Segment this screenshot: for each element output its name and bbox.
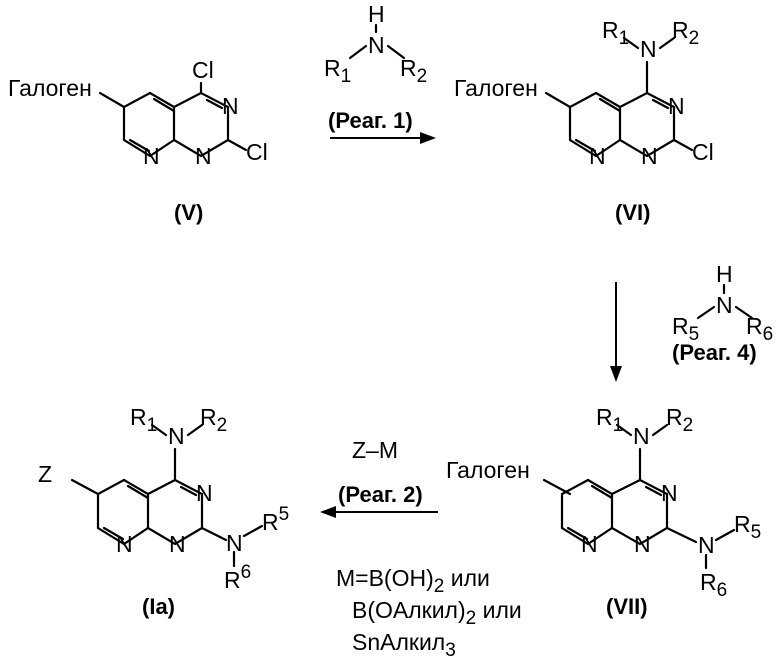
conditions-line-2: B(OАлкил)2 или [352, 597, 522, 629]
compound-V: Галоген Cl Cl N N N (V) [8, 57, 268, 225]
nitrogen-label: N [169, 531, 186, 557]
r6-label: R6 [224, 562, 251, 593]
arrow-VI-to-VII [610, 282, 622, 382]
compound-VII: Галоген N R1 R2 N N N N R5 R6 (VII) [446, 404, 761, 619]
conditions-line-1: M=B(OH)2 или [336, 565, 490, 597]
hydrogen-label: H [368, 1, 385, 27]
nitrogen-label: N [581, 531, 598, 557]
hydrogen-label: H [716, 261, 733, 287]
nitrogen-label: N [716, 292, 733, 318]
nitrogen-label: N [633, 423, 650, 449]
nitrogen-label: N [143, 143, 160, 169]
r2-label: R2 [666, 404, 693, 436]
reagent-2-label: (Реаг. 2) [338, 482, 423, 507]
nitrogen-label: N [168, 423, 185, 449]
nitrogen-label: N [368, 32, 385, 58]
r2-label: R2 [400, 55, 427, 87]
halogen-label: Галоген [454, 75, 538, 101]
compound-VI-label: (VI) [615, 200, 650, 225]
nitrogen-label: N [116, 531, 133, 557]
arrow-VII-to-Ia [320, 506, 438, 518]
reagent-2-formula: Z–M [352, 437, 398, 463]
conditions-line-3: SnАлкил3 [352, 629, 456, 661]
r1-label: R1 [596, 404, 623, 436]
nitrogen-label: N [222, 93, 239, 119]
r5-label: R5 [262, 504, 289, 535]
halogen-label: Галоген [446, 457, 530, 483]
reagent-1: H N R1 R2 (Реаг. 1) [324, 1, 427, 133]
nitrogen-label: N [196, 480, 213, 506]
reagent-4-label: (Реаг. 4) [672, 340, 757, 365]
halogen-label: Галоген [8, 75, 92, 101]
r2-label: R2 [200, 404, 227, 436]
r1-label: R1 [602, 17, 629, 49]
nitrogen-label: N [634, 531, 651, 557]
z-substituent-label: Z [38, 461, 52, 487]
chlorine-label: Cl [246, 139, 268, 165]
compound-VII-label: (VII) [606, 594, 648, 619]
nitrogen-label: N [661, 480, 678, 506]
reagent-1-label: (Реаг. 1) [328, 108, 413, 133]
nitrogen-label: N [698, 532, 715, 558]
nitrogen-label: N [668, 93, 685, 119]
compound-V-label: (V) [174, 200, 203, 225]
chlorine-label: Cl [192, 57, 214, 83]
nitrogen-label: N [195, 143, 212, 169]
nitrogen-label: N [640, 36, 657, 62]
r2-label: R2 [672, 17, 699, 49]
r6-label: R6 [700, 569, 727, 601]
compound-Ia: Z N R1 R2 N N N N R5 R6 (Ia) [38, 404, 289, 619]
compound-Ia-label: (Ia) [142, 594, 175, 619]
chlorine-label: Cl [692, 139, 714, 165]
r1-label: R1 [324, 55, 351, 87]
nitrogen-label: N [641, 143, 658, 169]
arrow-V-to-VI [330, 132, 436, 144]
reagent-4: H N R5 R6 (Реаг. 4) [672, 261, 773, 365]
compound-VI: Галоген N R1 R2 Cl N N N (VI) [454, 17, 714, 225]
nitrogen-label: N [589, 143, 606, 169]
r1-label: R1 [130, 404, 157, 436]
reagent-2: Z–M (Реаг. 2) [338, 437, 423, 507]
reaction-conditions: M=B(OH)2 или B(OАлкил)2 или SnАлкил3 [336, 565, 522, 661]
nitrogen-label: N [226, 530, 243, 556]
r5-label: R5 [734, 511, 761, 543]
